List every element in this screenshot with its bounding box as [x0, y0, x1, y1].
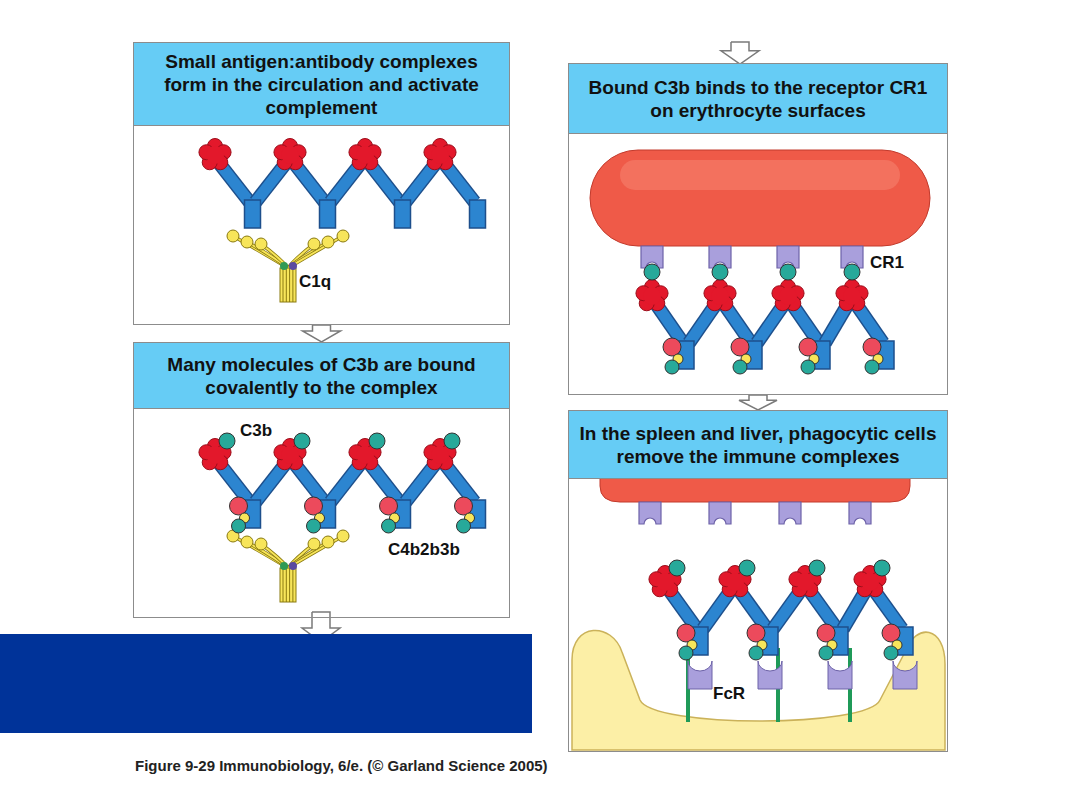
c4b2b3b-part [677, 624, 695, 642]
part-label: C3b [240, 421, 272, 441]
flow-arrow [303, 325, 341, 342]
receptor [779, 502, 801, 524]
c3b [644, 264, 660, 280]
c3b [669, 560, 685, 576]
flow-arrow [721, 42, 759, 64]
part-label: FcR [713, 684, 745, 704]
c1q-molecule [227, 530, 349, 602]
c4b2b3b-part [665, 360, 679, 374]
c4b2b3b-part [679, 646, 693, 660]
c4b2b3b-part [884, 646, 898, 660]
receptor [709, 502, 731, 524]
panel-heading: Small antigen:antibody complexes form in… [134, 43, 509, 126]
phagocyte [572, 630, 945, 750]
c3b [369, 433, 385, 449]
c4b2b3b-part [457, 519, 471, 533]
c4b2b3b-part [232, 519, 246, 533]
c3b [780, 264, 796, 280]
c3b [844, 264, 860, 280]
c3b [444, 433, 460, 449]
antigen [274, 139, 306, 170]
c4b2b3b-part [733, 360, 747, 374]
fc-receptor [828, 661, 852, 689]
antigen [836, 280, 868, 311]
flow-arrow [739, 395, 777, 410]
part-label: CR1 [870, 253, 904, 273]
antibody-fc [470, 200, 486, 228]
c3b [219, 433, 235, 449]
c4b2b3b-part [382, 519, 396, 533]
c4b2b3b-part [731, 338, 749, 356]
c4b2b3b-part [305, 497, 323, 515]
panel-heading: Many molecules of C3b are bound covalent… [134, 343, 509, 409]
c4b2b3b-part [307, 519, 321, 533]
panel-heading: Bound C3b binds to the receptor CR1 on e… [569, 64, 947, 134]
fc-receptor [688, 661, 712, 689]
antigen [424, 139, 456, 170]
c4b2b3b-part [819, 646, 833, 660]
erythrocyte [590, 150, 930, 246]
receptor [849, 502, 871, 524]
c4b2b3b-part [749, 646, 763, 660]
antigen [199, 139, 231, 170]
figure-caption: Figure 9-29 Immunobiology, 6/e. (© Garla… [135, 757, 548, 774]
c1q-molecule [227, 230, 349, 302]
c4b2b3b-part [747, 624, 765, 642]
c4b2b3b-part [865, 360, 879, 374]
antibody-fc [395, 200, 411, 228]
erythrocyte [600, 478, 910, 502]
antigen [704, 280, 736, 311]
c4b2b3b-part [817, 624, 835, 642]
antigen [636, 280, 668, 311]
c4b2b3b-part [799, 338, 817, 356]
antibody-fc [320, 200, 336, 228]
c4b2b3b-part [230, 497, 248, 515]
part-label: C1q [299, 272, 331, 292]
c4b2b3b-part [455, 497, 473, 515]
c4b2b3b-part [380, 497, 398, 515]
c4b2b3b-part [801, 360, 815, 374]
panel: Many molecules of C3b are bound covalent… [133, 342, 510, 618]
antibody-fc [245, 200, 261, 228]
c3b [874, 560, 890, 576]
c3b [294, 433, 310, 449]
c3b [739, 560, 755, 576]
c3b [712, 264, 728, 280]
panel: In the spleen and liver, phagocytic cell… [568, 410, 948, 752]
antigen [772, 280, 804, 311]
panel-heading: In the spleen and liver, phagocytic cell… [569, 411, 947, 479]
c3b [809, 560, 825, 576]
erythrocyte-shine [620, 160, 900, 190]
c4b2b3b-part [882, 624, 900, 642]
antigen [349, 139, 381, 170]
cover-panel [0, 634, 532, 733]
fc-receptor [893, 661, 917, 689]
fc-receptor [758, 661, 782, 689]
panel: Bound C3b binds to the receptor CR1 on e… [568, 63, 948, 395]
receptor [639, 502, 661, 524]
part-label: C4b2b3b [388, 540, 460, 560]
c4b2b3b-part [863, 338, 881, 356]
c4b2b3b-part [663, 338, 681, 356]
